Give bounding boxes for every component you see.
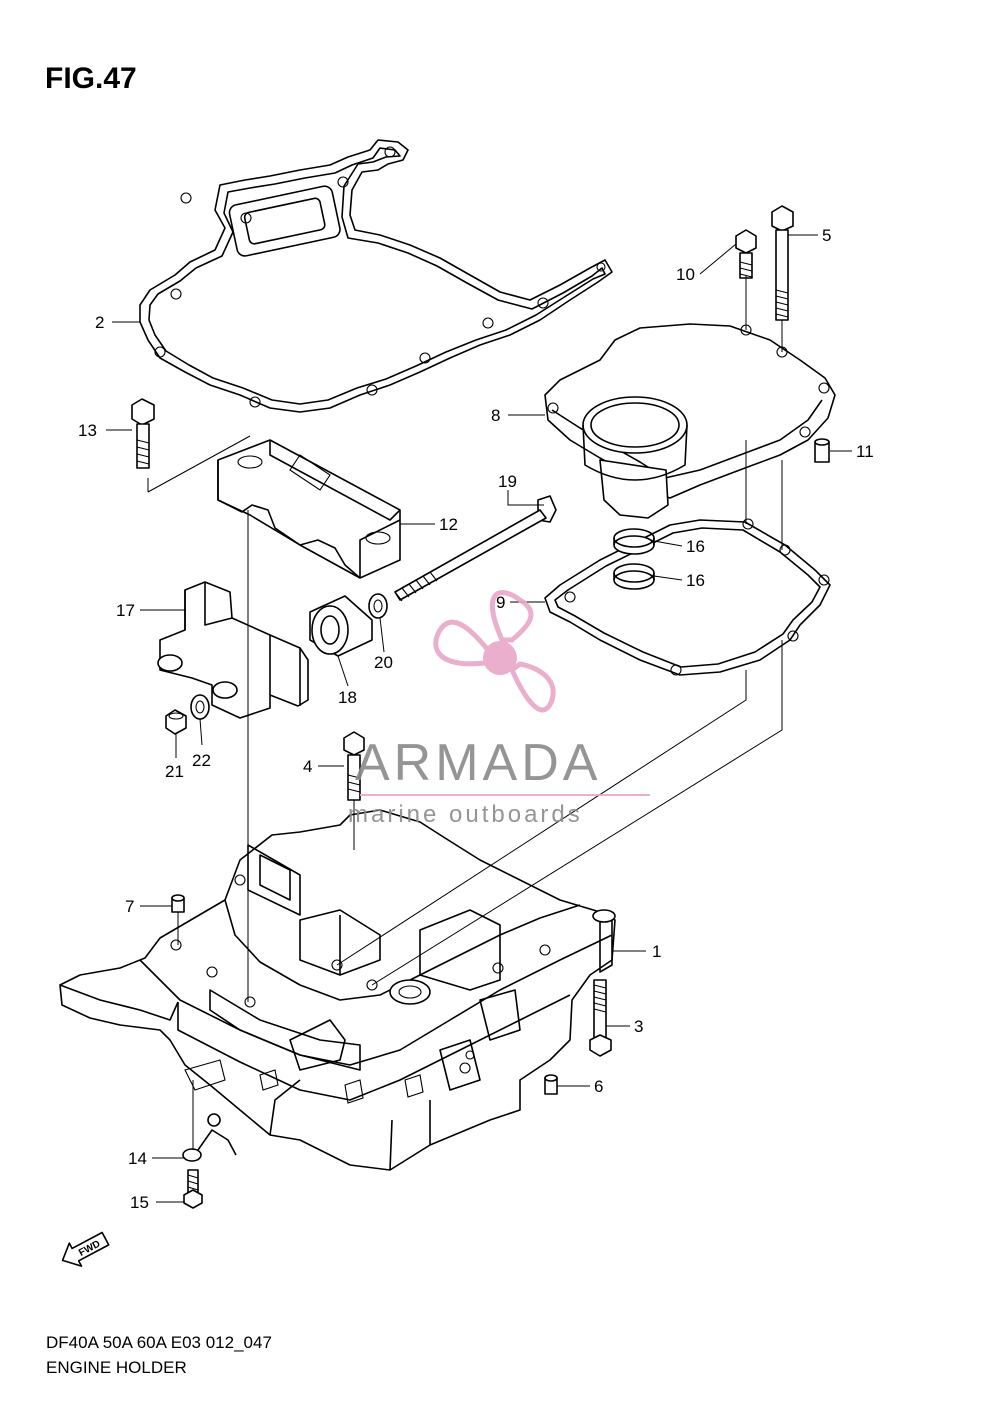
callout-9: 9	[496, 593, 505, 612]
callout-10: 10	[676, 265, 695, 284]
callout-19: 19	[498, 472, 517, 491]
callout-12: 12	[439, 515, 458, 534]
callout-2: 2	[95, 313, 104, 332]
assembly-lines	[177, 275, 783, 1150]
callout-1: 1	[652, 942, 661, 961]
part-21-nut	[165, 709, 187, 735]
part-14-ground-lead	[182, 1113, 237, 1162]
part-16-seal-upper	[613, 528, 655, 555]
watermark-tagline: marine outboards	[348, 801, 583, 828]
callout-20: 20	[374, 653, 393, 672]
callout-22: 22	[192, 751, 211, 770]
fwd-label: FWD	[77, 1239, 102, 1259]
callout-13: 13	[78, 421, 97, 440]
part-10-bolt	[735, 229, 757, 279]
callout-16-upper: 16	[686, 537, 705, 556]
part-3-bolt	[589, 979, 612, 1057]
callout-4: 4	[303, 757, 312, 776]
callout-3: 3	[634, 1017, 643, 1036]
part-13-bolt	[131, 398, 155, 469]
callout-18: 18	[338, 688, 357, 707]
callout-14: 14	[128, 1149, 147, 1168]
callout-21: 21	[165, 762, 184, 781]
part-8-cover	[544, 323, 836, 519]
callout-11: 11	[856, 442, 874, 461]
callout-17: 17	[116, 601, 135, 620]
fwd-arrow-icon: FWD	[61, 1231, 110, 1267]
part-7-pin	[171, 894, 185, 913]
figure-name: ENGINE HOLDER	[46, 1358, 187, 1377]
propeller-logo-icon	[433, 590, 556, 713]
part-11-pin	[814, 438, 830, 463]
part-17-bracket	[157, 581, 309, 719]
part-12-mount	[217, 439, 401, 579]
model-code: DF40A 50A 60A E03 012_047	[46, 1333, 272, 1352]
part-18-bush	[309, 595, 373, 657]
part-22-washer	[190, 694, 210, 720]
part-4-bolt	[343, 731, 365, 801]
callout-6: 6	[594, 1077, 603, 1096]
part-5-bolt	[771, 205, 794, 321]
leader-lines	[106, 234, 852, 1203]
callout-5: 5	[822, 226, 831, 245]
watermark-brand: ARMADA	[355, 734, 601, 792]
part-16-seal-lower	[613, 563, 655, 590]
part-20-washer	[368, 593, 388, 619]
callout-7: 7	[125, 897, 134, 916]
part-15-bolt	[183, 1169, 203, 1209]
part-2-gasket	[139, 139, 613, 413]
callout-labels: 1 2 3 4 5 6 7 8 9 10 11 12 13 14 15 16 1…	[78, 226, 874, 1212]
figure-title: FIG.47	[45, 62, 137, 95]
callout-8: 8	[491, 406, 500, 425]
part-1-engine-holder	[59, 809, 616, 1171]
part-6-pin	[544, 1074, 558, 1095]
part-19-bolt	[394, 495, 557, 602]
callout-16-lower: 16	[686, 571, 705, 590]
callout-15: 15	[130, 1193, 149, 1212]
armada-logo-watermark: ARMADA marine outboards	[348, 590, 650, 828]
